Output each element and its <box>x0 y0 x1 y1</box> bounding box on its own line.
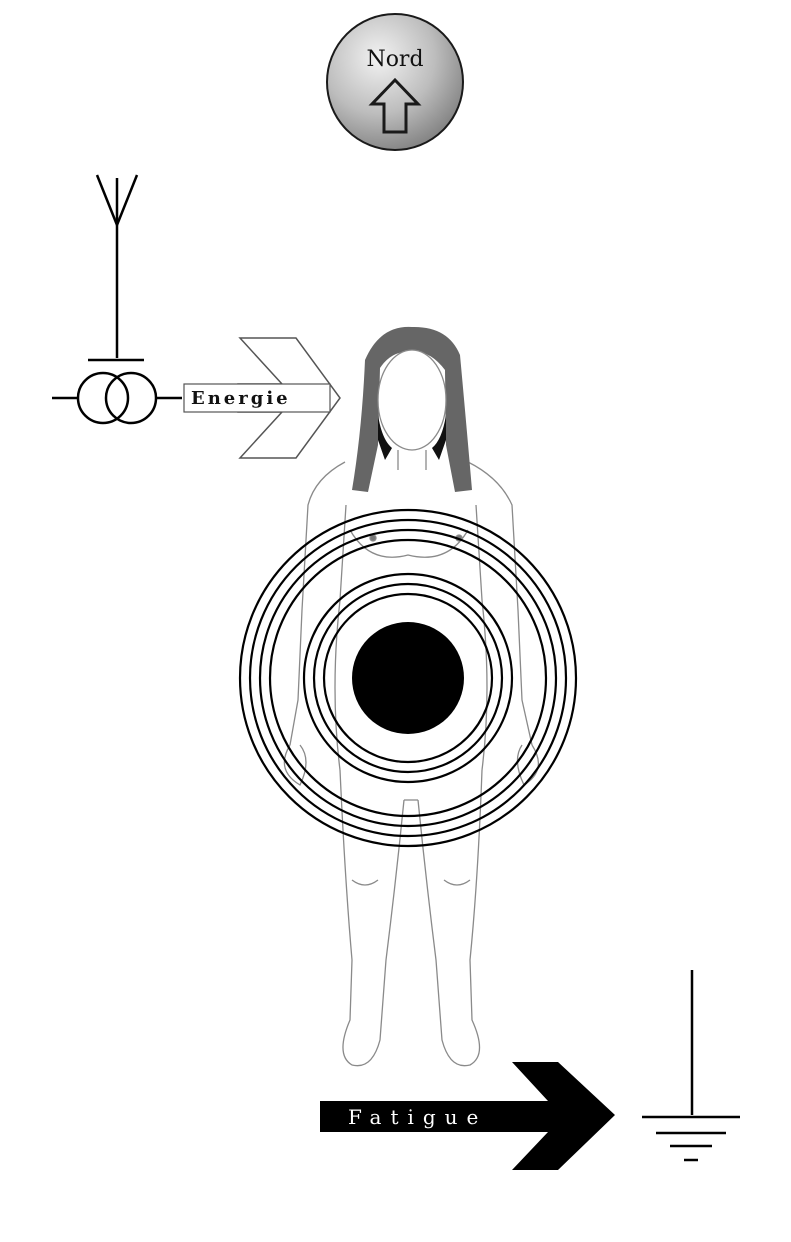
head <box>352 327 472 492</box>
antenna-icon <box>97 175 137 358</box>
face <box>378 350 446 450</box>
transformer-icon <box>52 360 182 423</box>
compass: Nord <box>327 14 463 150</box>
human-figure <box>284 462 538 1066</box>
ground-icon <box>642 970 740 1160</box>
compass-label: Nord <box>366 47 423 72</box>
central-disc <box>352 622 464 734</box>
fatigue-label: Fatigue <box>348 1105 487 1129</box>
fatigue-arrow: Fatigue <box>320 1062 615 1170</box>
energie-arrow: Energie <box>184 338 340 458</box>
energie-label: Energie <box>191 388 291 409</box>
